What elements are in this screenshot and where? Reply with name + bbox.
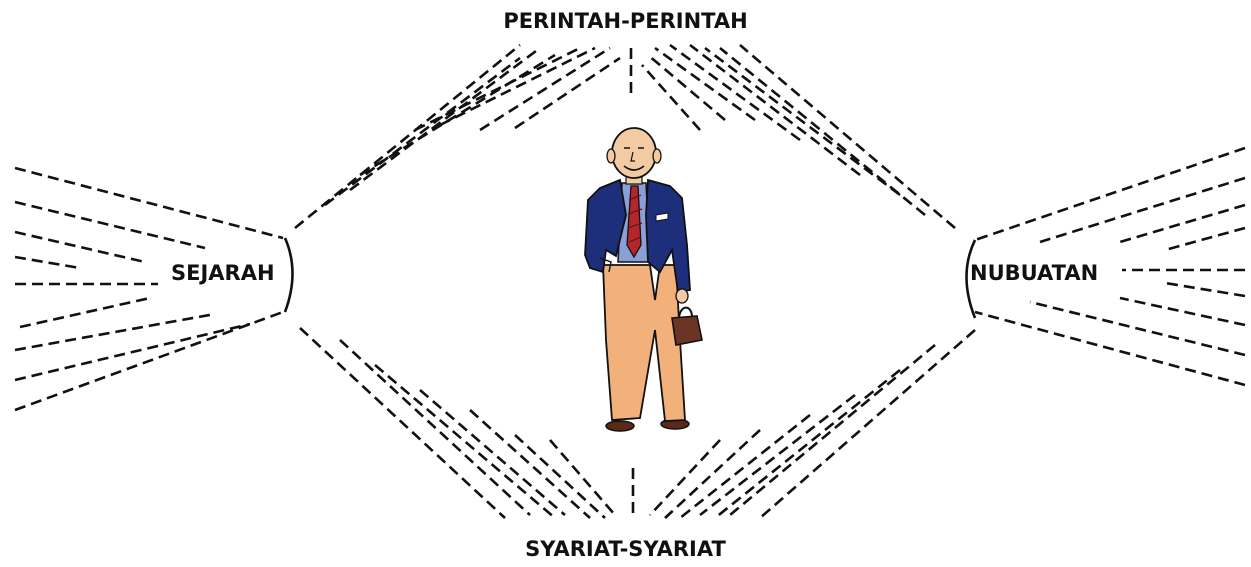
label-nubuatan: NUBUATAN [970, 263, 1098, 284]
label-perintah-perintah: PERINTAH-PERINTAH [0, 11, 1251, 32]
label-syariat-syariat: SYARIAT-SYARIAT [0, 539, 1251, 560]
left-shoe [606, 421, 634, 431]
trousers [603, 265, 685, 421]
briefcase [672, 316, 702, 345]
right-hand [676, 289, 688, 303]
label-sejarah: SEJARAH [171, 263, 275, 284]
